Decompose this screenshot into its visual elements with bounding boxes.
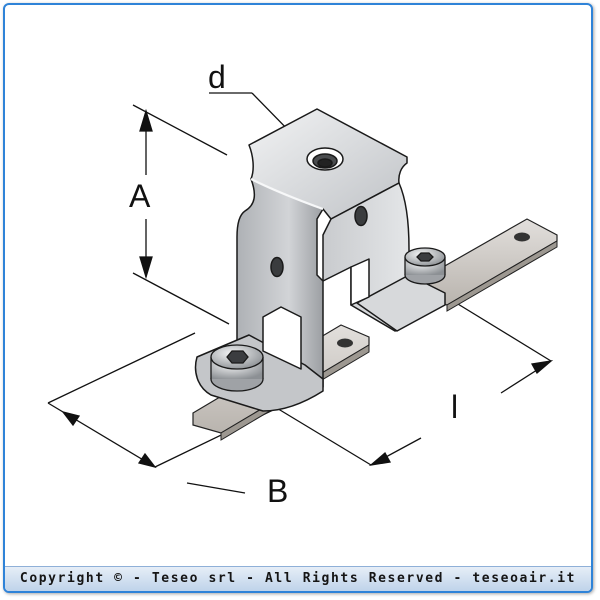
label-a: A	[129, 178, 151, 214]
image-frame: d A B l Copyright © - Teseo srl - All Ri…	[3, 3, 593, 593]
bracket-drawing	[47, 92, 558, 494]
label-l: l	[451, 389, 459, 425]
label-b: B	[267, 473, 289, 509]
right-mounting-strip	[414, 218, 558, 312]
bolt-right	[404, 247, 446, 285]
bolt-left	[210, 344, 264, 392]
copyright-footer: Copyright © - Teseo srl - All Rights Res…	[5, 566, 591, 591]
bracket-body	[194, 108, 446, 412]
label-d: d	[208, 59, 226, 95]
